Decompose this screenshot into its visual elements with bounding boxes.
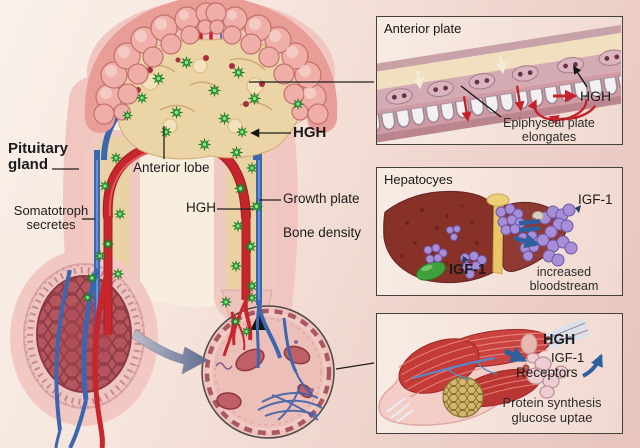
panel3-igf-label: IGF-1 bbox=[551, 350, 585, 365]
liver-illustration bbox=[383, 190, 581, 284]
hgh-vessel-label: HGH bbox=[186, 200, 216, 215]
muscle-illustration bbox=[378, 318, 603, 426]
pituitary-label-line1: Pituitary bbox=[8, 140, 69, 157]
panel-hepatocytes: Hepatocyes IGF-1 IGF-1 increased bloodst… bbox=[376, 167, 623, 296]
somatotroph-label-line2: secretes bbox=[26, 216, 76, 232]
panel3-caption: Protein synthesis glucose uptae bbox=[482, 395, 622, 425]
growth-plate-label: Growth plate bbox=[283, 191, 360, 206]
epiphyseal-plate-illustration bbox=[377, 22, 621, 143]
panel3-hgh-label: HGH bbox=[543, 332, 576, 348]
panel1-caption-line2: elongates bbox=[521, 130, 577, 144]
bone-band bbox=[377, 22, 621, 143]
panel2-caption-line1: increased bbox=[536, 265, 592, 279]
panel1-title: Anterior plate bbox=[384, 21, 462, 36]
receptor-cluster bbox=[526, 352, 569, 399]
panel-muscle: HGH IGF-1 Receptors Protein synthesis gl… bbox=[376, 313, 623, 434]
panel2-igf-liver-label: IGF-1 bbox=[449, 262, 487, 278]
panel3-receptors-label: Receptors bbox=[516, 365, 578, 380]
anterior-lobe-label: Anterior lobe bbox=[133, 160, 210, 175]
igf-molecules-bloodstream bbox=[536, 203, 578, 267]
panel3-caption-line1: Protein synthesis bbox=[502, 395, 602, 410]
pituitary-label-line2: gland bbox=[8, 155, 48, 173]
panel2-title: Hepatocyes bbox=[384, 172, 453, 187]
connector-lines bbox=[52, 81, 375, 370]
panel2-igf-blood-label: IGF-1 bbox=[578, 192, 613, 207]
panel1-hgh-label: HGH bbox=[580, 88, 612, 104]
panel1-caption-line1: Epiphyseal plate bbox=[503, 116, 595, 130]
magnify-arrow-icon bbox=[131, 329, 209, 375]
panel1-caption: Epiphyseal plate elongates bbox=[479, 116, 619, 144]
panel-anterior-plate: Anterior plate HGH Epiphyseal plate elon… bbox=[376, 16, 623, 145]
hgh-main-label: HGH bbox=[293, 124, 327, 141]
somatotroph-label-line1: Somatotroph bbox=[13, 203, 89, 218]
panel2-caption-line2: bloodstream bbox=[529, 279, 599, 293]
bone-density-label: Bone density bbox=[283, 225, 362, 240]
somatotroph-label: Somatotroph secretes bbox=[8, 204, 94, 231]
panel3-caption-line2: glucose uptae bbox=[511, 410, 593, 425]
panel2-caption: increased bloodstream bbox=[494, 265, 634, 293]
pituitary-gland-label: Pituitary gland bbox=[8, 141, 68, 173]
